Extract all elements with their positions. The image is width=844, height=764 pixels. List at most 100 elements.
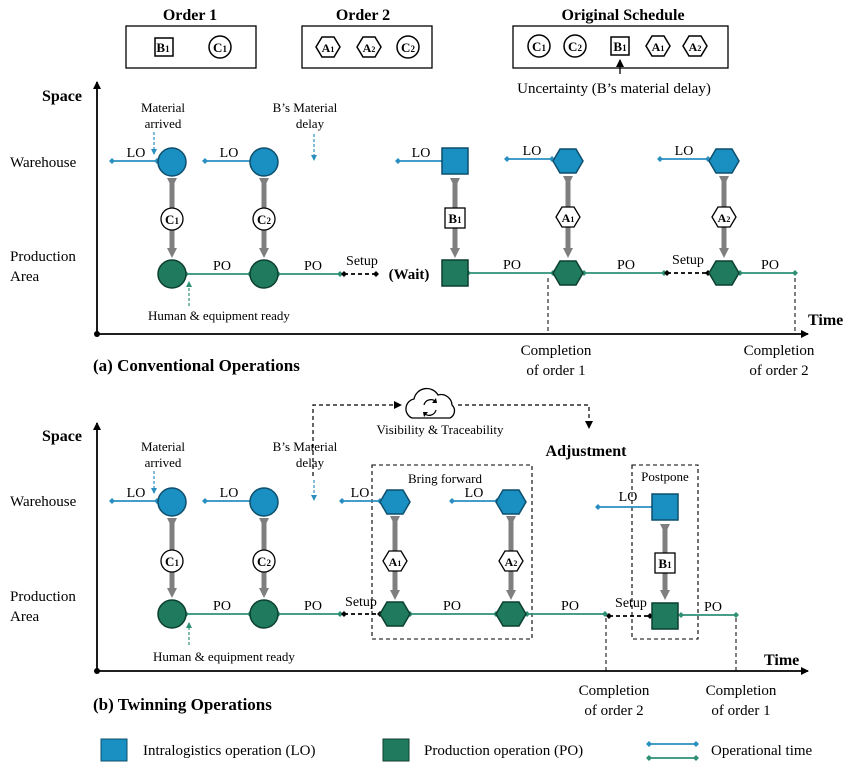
c2-label: C2 — [401, 40, 415, 55]
a-po-text-5: PO — [761, 258, 779, 273]
os-a2-icon — [682, 35, 708, 57]
b-visibility-label: Visibility & Traceability — [376, 422, 504, 437]
b-lo-node-a2 — [495, 489, 527, 515]
b-po-text-3: PO — [443, 599, 461, 614]
a-c2-tag-icon — [252, 207, 276, 231]
b-lo-node-b1 — [651, 493, 679, 521]
a-production-label: Production — [10, 249, 76, 265]
b-completion2-line2: of order 1 — [711, 703, 770, 719]
b-completion1-line2: of order 2 — [584, 703, 643, 719]
os-c1-icon — [527, 34, 551, 58]
b-lo-node-c2 — [249, 487, 279, 517]
a-po-text-2: PO — [304, 259, 322, 274]
a-a2-tag-label: A2 — [718, 211, 731, 225]
b-lo-node-a1 — [379, 489, 411, 515]
a1-label: A1 — [322, 41, 335, 55]
c1-circle-icon — [208, 35, 232, 59]
b-po-node-c1 — [157, 599, 187, 629]
a-po-node-a1 — [552, 260, 584, 286]
os-c2-icon — [563, 34, 587, 58]
b-a2-tag-icon — [498, 550, 524, 572]
b-c1-tag-icon — [160, 549, 184, 573]
a-po-node-c1 — [157, 259, 187, 289]
b-time-label: Time — [764, 652, 799, 669]
a-space-label: Space — [42, 88, 82, 105]
a-po-text-1: PO — [213, 259, 231, 274]
b1-label: B1 — [156, 40, 170, 55]
panel-a: Space Time Warehouse Production Area Mat… — [10, 81, 843, 379]
a-lo-node-a2 — [708, 148, 740, 174]
legend-time-label: Operational time — [711, 743, 813, 759]
panel-b: Space Time Warehouse Production Area Vis… — [10, 387, 809, 719]
b-adjustment-label: Adjustment — [546, 443, 628, 460]
c2-circle-icon — [396, 35, 420, 59]
b-setup-text-2: Setup — [615, 596, 647, 611]
legend-lo-swatch — [100, 738, 128, 762]
b-b1-tag-label: B1 — [658, 556, 672, 571]
b-po-node-a2 — [495, 601, 527, 627]
os-b1-label: B1 — [613, 39, 627, 54]
a-completion1-line1: Completion — [521, 343, 592, 359]
bring-forward-box — [371, 464, 533, 640]
a-human-ready: Human & equipment ready — [148, 308, 290, 323]
a-area-label: Area — [10, 269, 39, 285]
a-completion1-line2: of order 1 — [526, 363, 585, 379]
b-c2-tag-label: C2 — [257, 554, 271, 569]
b-lo-text-3: LO — [351, 486, 370, 501]
b-space-label: Space — [42, 428, 82, 445]
os-a1-label: A1 — [652, 40, 665, 54]
b-po-text-1: PO — [213, 599, 231, 614]
a-po-text-4: PO — [617, 258, 635, 273]
b-production-label: Production — [10, 589, 76, 605]
legend: Intralogistics operation (LO) Production… — [100, 738, 813, 762]
b-completion2-line1: Completion — [706, 683, 777, 699]
b-material-arrived-line2: arrived — [145, 455, 182, 470]
b-caption: (b) Twinning Operations — [93, 695, 272, 714]
b-setup-text-1: Setup — [345, 595, 377, 610]
original-schedule-box: Original Schedule C1 C2 B1 A1 A2 Uncerta… — [512, 7, 729, 97]
postpone-box — [631, 464, 699, 640]
b-area-label: Area — [10, 609, 39, 625]
a-a2-tag-icon — [711, 206, 737, 228]
b-po-text-5: PO — [704, 600, 722, 615]
os-a2-label: A2 — [689, 40, 702, 54]
b-lo-text-5: LO — [619, 490, 638, 505]
a-c2-tag-label: C2 — [257, 212, 271, 227]
legend-po-swatch — [382, 738, 410, 762]
a-lo-text-5: LO — [675, 144, 694, 159]
b-lo-text-2: LO — [220, 486, 239, 501]
b-warehouse-label: Warehouse — [10, 494, 77, 510]
a-setup-text-2: Setup — [672, 253, 704, 268]
a-completion2-line1: Completion — [744, 343, 815, 359]
cloud-sync-icon — [405, 387, 456, 419]
os-c1-label: C1 — [532, 39, 546, 54]
b-po-node-a1 — [379, 601, 411, 627]
a1-hexagon-icon — [315, 36, 341, 58]
a-a1-tag-icon — [555, 206, 581, 228]
legend-lo-label: Intralogistics operation (LO) — [143, 743, 315, 759]
a-completion2-line2: of order 2 — [749, 363, 808, 379]
legend-po-label: Production operation (PO) — [424, 743, 583, 759]
a-material-arrived-line1: Material — [141, 100, 185, 115]
b-po-text-4: PO — [561, 599, 579, 614]
b-delay-line1: B’s Material — [273, 439, 338, 454]
a-lo-text-4: LO — [523, 144, 542, 159]
a-wait-text: (Wait) — [389, 267, 430, 283]
a2-label: A2 — [363, 41, 376, 55]
a-a1-tag-label: A1 — [562, 211, 575, 225]
b-lo-node-c1 — [157, 487, 187, 517]
a-c1-tag-icon — [160, 207, 184, 231]
order2-box: Order 2 A1 A2 C2 — [301, 7, 433, 69]
a-po-text-3: PO — [503, 258, 521, 273]
a-po-node-a2 — [708, 260, 740, 286]
a-material-arrived-line2: arrived — [145, 116, 182, 131]
a-lo-node-c2 — [249, 147, 279, 177]
b-a2-tag-label: A2 — [505, 555, 518, 569]
order2-title: Order 2 — [336, 7, 390, 24]
a2-hexagon-icon — [356, 36, 382, 58]
b-po-node-b1 — [651, 602, 679, 630]
os-b1-icon — [610, 36, 630, 56]
a-c1-tag-label: C1 — [165, 212, 179, 227]
a-time-label: Time — [808, 312, 843, 329]
